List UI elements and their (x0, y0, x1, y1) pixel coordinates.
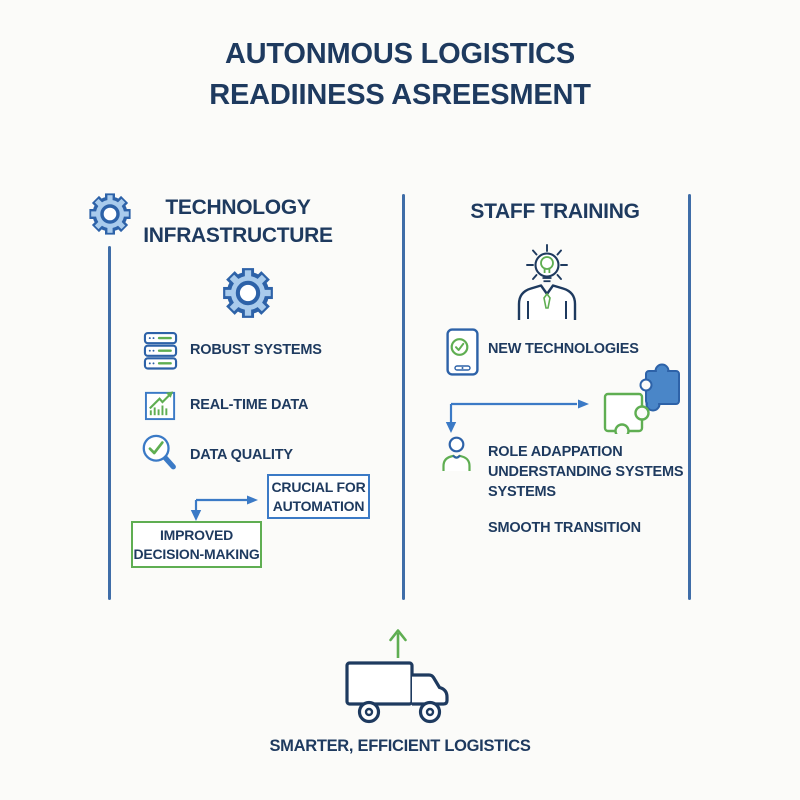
left-column-header: TECHNOLOGY INFRASTRUCTURE (136, 194, 340, 250)
understanding-line1: UNDERSTANDING SYSTEMS (488, 464, 684, 480)
page-title: AUTONMOUS LOGISTICS READIINESS ASREESMEN… (0, 34, 800, 116)
person-icon (442, 436, 471, 471)
chart-growth-icon (144, 391, 176, 421)
server-stack-icon (143, 331, 178, 370)
understanding-line2: SYSTEMS (488, 484, 556, 500)
right-item-label: SMOOTH TRANSITION (488, 520, 641, 536)
left-header-line1: TECHNOLOGY (165, 196, 311, 219)
up-arrow-icon (389, 629, 407, 658)
left-item-label: REAL-TIME DATA (190, 397, 309, 413)
page-title-line2: READIINESS ASREESMENT (209, 79, 591, 111)
tablet-check-icon (446, 328, 479, 376)
crucial-box-line1: CRUCIAL FOR (271, 478, 366, 495)
elbow-arrow (445, 399, 589, 433)
left-divider-line (108, 246, 111, 600)
improved-box-line2: DECISION-MAKING (133, 545, 260, 562)
improved-decision-making-box: IMPROVED DECISION-MAKING (131, 521, 262, 568)
footer-caption: SMARTER, EFFICIENT LOGISTICS (269, 737, 531, 755)
right-item-label: NEW TECHNOLOGIES (488, 341, 639, 357)
improved-box-line1: IMPROVED (159, 526, 234, 543)
right-divider-line (688, 194, 691, 600)
left-item-label: DATA QUALITY (190, 447, 293, 463)
understanding-systems-label: UNDERSTANDING SYSTEMS SYSTEMS (488, 462, 698, 502)
right-column-header: STAFF TRAINING (470, 200, 640, 223)
center-divider-line (402, 194, 405, 600)
page-title-line1: AUTONMOUS LOGISTICS (224, 38, 576, 70)
left-header-line2: INFRASTRUCTURE (143, 224, 333, 247)
puzzle-pieces-icon (603, 363, 680, 434)
crucial-box-line2: AUTOMATION (272, 497, 365, 514)
elbow-arrow (190, 495, 258, 521)
crucial-for-automation-box: CRUCIAL FOR AUTOMATION (267, 474, 370, 519)
gear-icon (223, 268, 273, 318)
bulb-person-icon (517, 244, 577, 320)
left-item-label: ROBUST SYSTEMS (190, 342, 322, 358)
right-item-label: ROLE ADAPPATION (488, 444, 623, 460)
truck-icon (345, 661, 449, 724)
magnifier-check-icon (142, 434, 176, 470)
gear-icon (89, 193, 131, 235)
